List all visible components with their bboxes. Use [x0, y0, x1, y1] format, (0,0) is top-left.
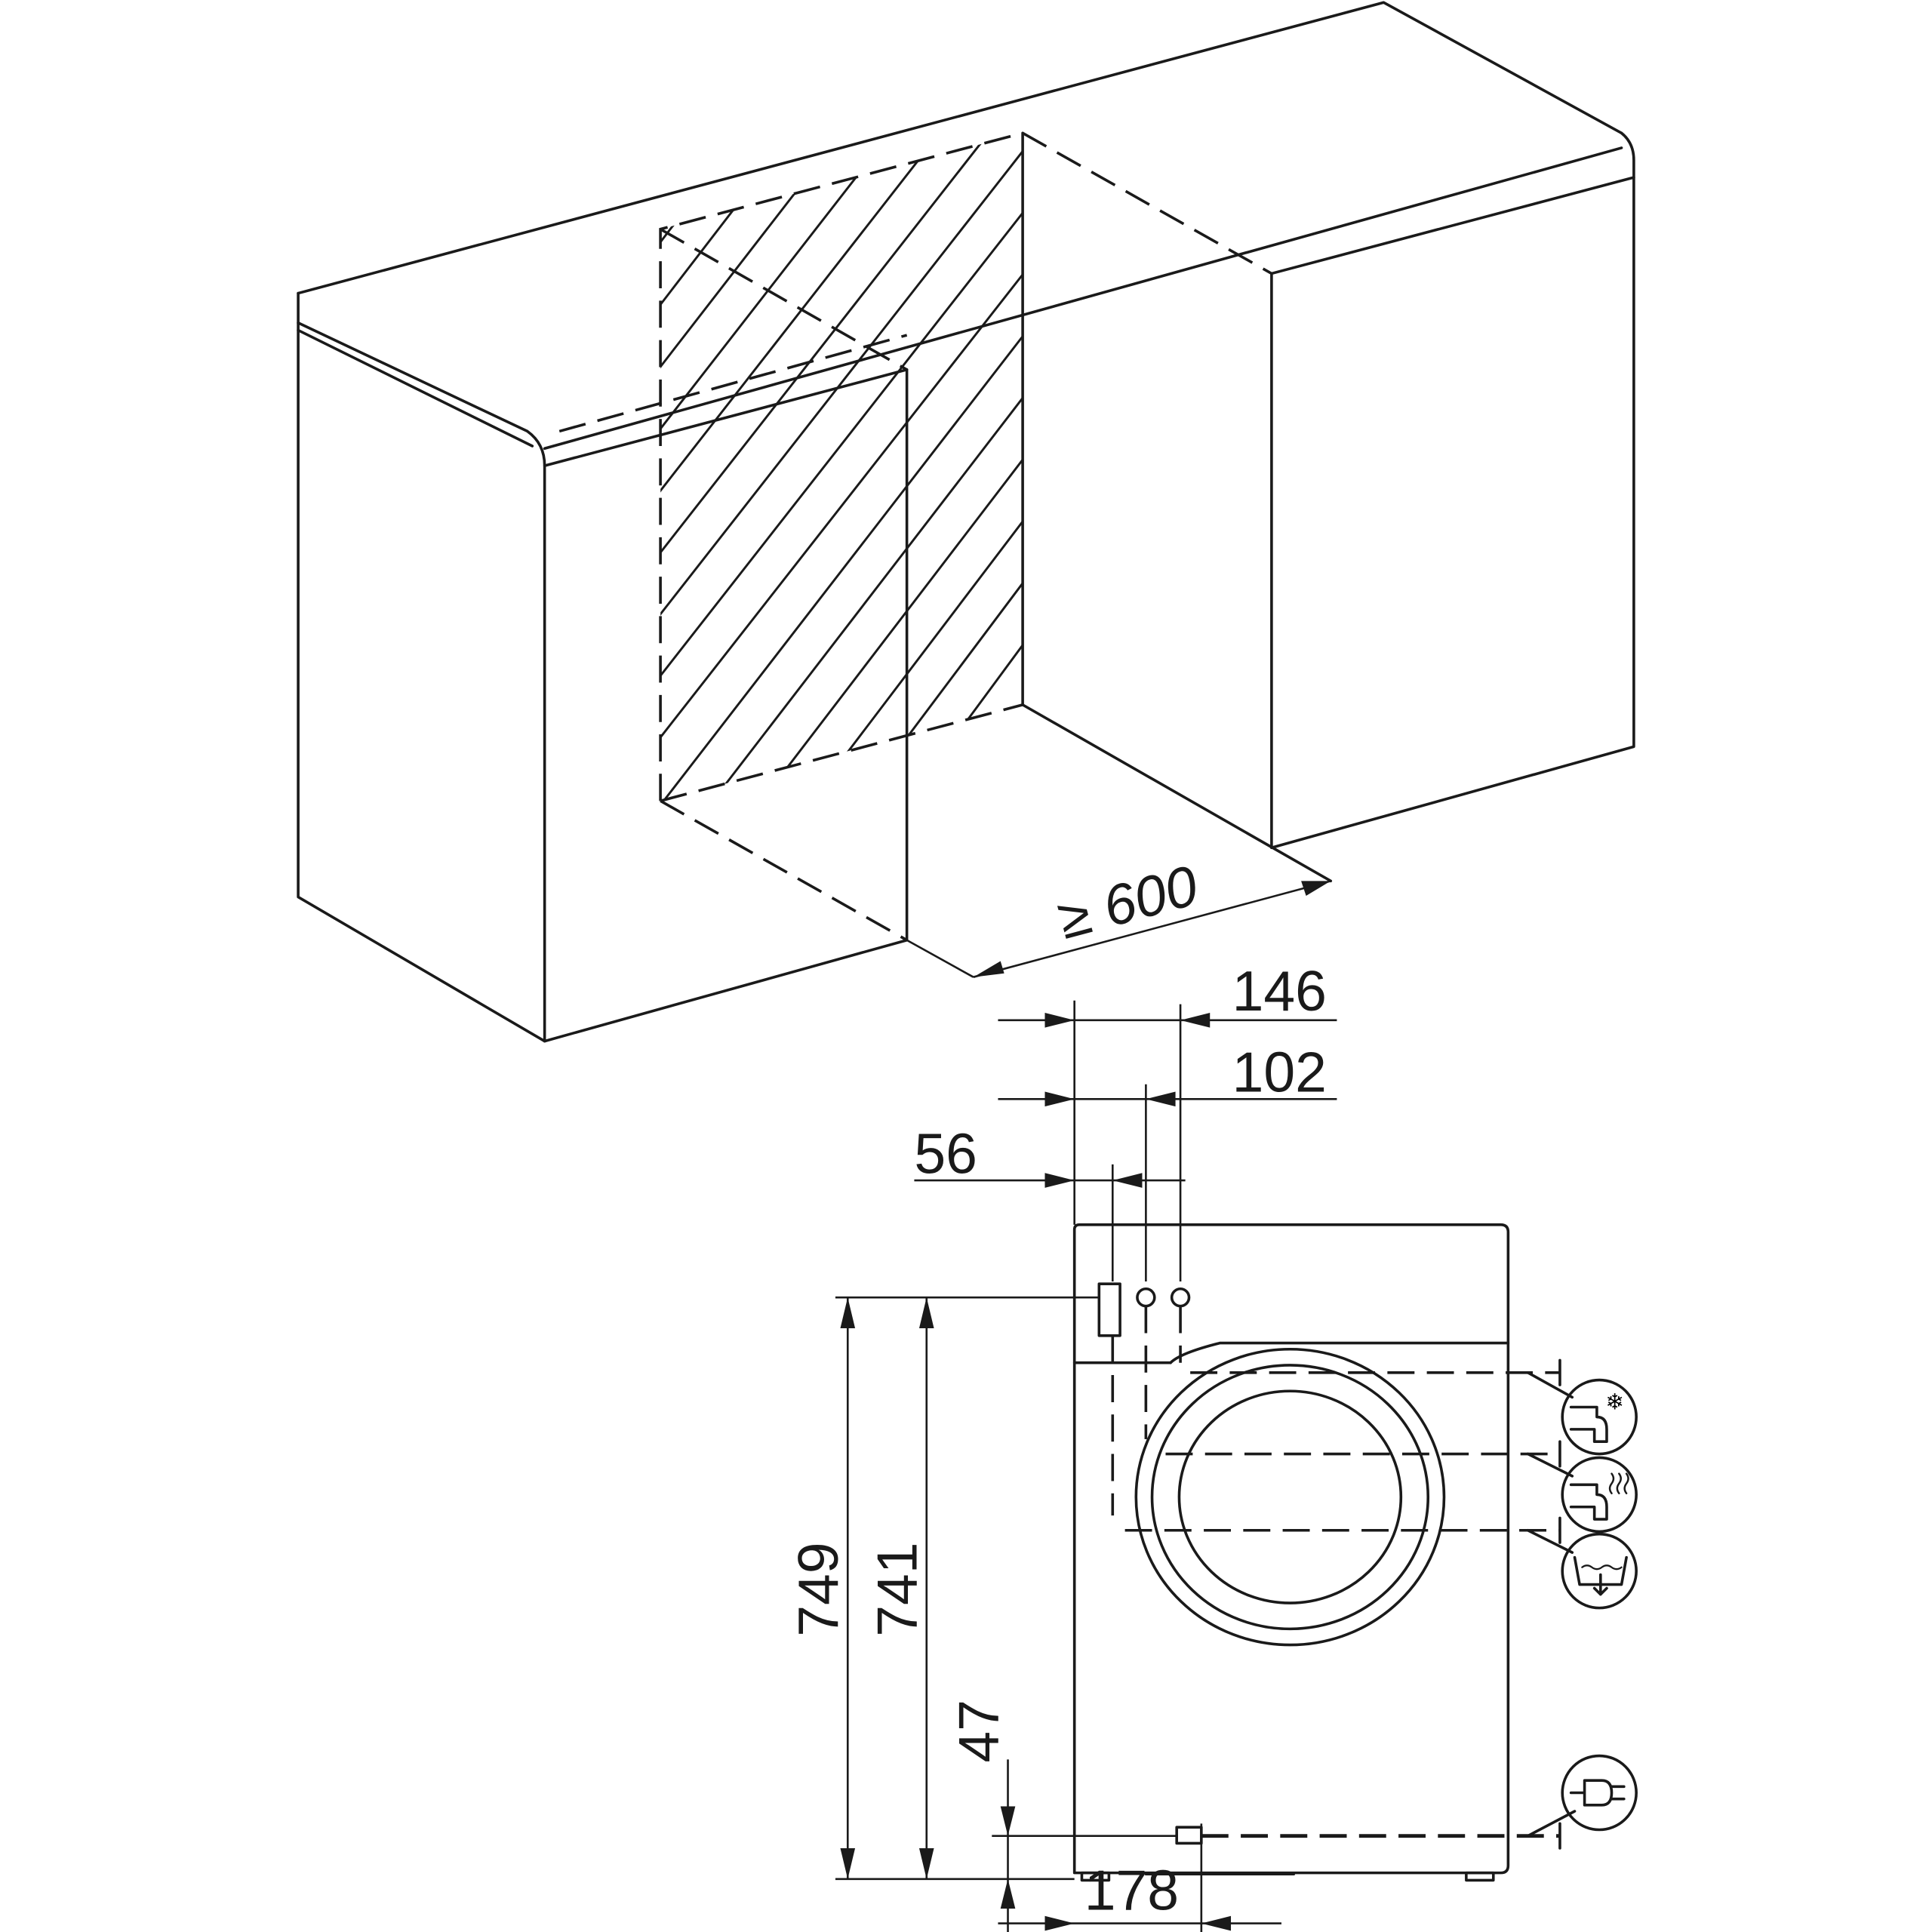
dim-56: 56 — [914, 1121, 977, 1185]
drain-arrow-icon — [1592, 1573, 1608, 1596]
plug-icon — [1569, 1779, 1626, 1807]
steam-icon — [1608, 1472, 1629, 1494]
cold-water-symbol: ❄ — [1526, 1371, 1638, 1456]
drain-symbol — [1526, 1528, 1638, 1610]
cable-outlet-icon — [1175, 1826, 1203, 1845]
dim-178: 178 — [1084, 1859, 1179, 1922]
tap-icon — [1569, 1405, 1608, 1443]
cold-inlet-port-icon — [1170, 1287, 1191, 1308]
hot-inlet-port-icon — [1136, 1287, 1156, 1308]
power-symbol — [1526, 1754, 1638, 1838]
bottom-dimension: 178 — [998, 1823, 1281, 1932]
dim-741: 741 — [866, 1542, 929, 1636]
dim-47: 47 — [946, 1700, 1010, 1763]
height-dimensions: 749 741 47 — [786, 1296, 1177, 1932]
snowflake-icon: ❄ — [1605, 1389, 1624, 1415]
tap-icon — [1569, 1483, 1608, 1521]
dim-146: 146 — [1232, 959, 1327, 1023]
hot-water-symbol — [1526, 1452, 1638, 1534]
dim-749: 749 — [786, 1542, 850, 1636]
cabinet-run — [297, 1, 1635, 1043]
washing-machine — [1072, 1223, 1510, 1882]
dim-102: 102 — [1232, 1041, 1327, 1104]
niche-hatched-area — [659, 131, 1272, 942]
connection-routing — [1111, 1306, 1561, 1850]
power-port-icon — [1097, 1282, 1121, 1337]
top-dimensions: 146 102 56 — [914, 959, 1337, 1281]
